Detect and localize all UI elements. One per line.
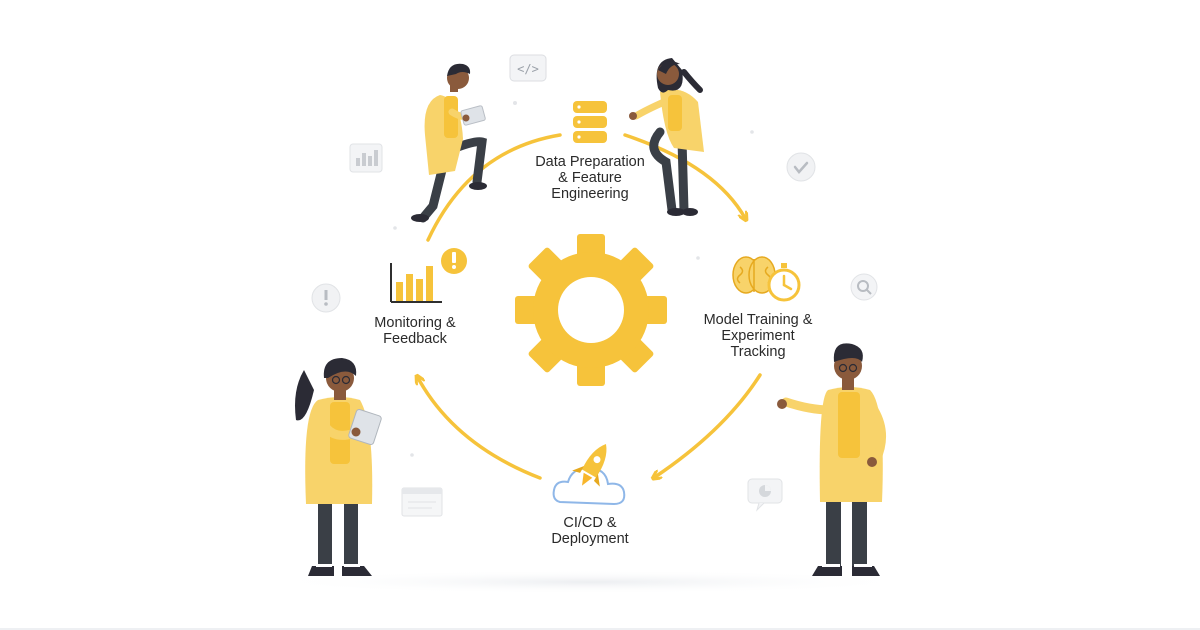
- person-sitting-tablet: [411, 63, 487, 223]
- floor-shadow: [260, 570, 920, 594]
- arrow-training-to-deployment: [655, 373, 762, 477]
- bottom-edge-band: [0, 628, 1200, 630]
- check-icon: [786, 152, 816, 182]
- stage-label-cicd-deployment: CI/CD & Deployment: [551, 515, 629, 547]
- svg-text:</>: </>: [517, 62, 539, 76]
- search-icon: [850, 273, 878, 301]
- decor-icons: </>: [311, 54, 878, 517]
- database-icon: [573, 101, 607, 143]
- person-pointing-top: [629, 58, 704, 216]
- person-standing-gesturing: [777, 343, 886, 576]
- code-icon: </>: [509, 54, 547, 82]
- person-standing-tablet: [295, 358, 382, 576]
- alert-icon: [311, 283, 341, 313]
- rocket-cloud-icon: [552, 444, 626, 506]
- arrow-data-to-training: [623, 133, 745, 218]
- chat-pie-icon: [747, 478, 783, 512]
- stage-label-model-training: Model Training & Experiment Tracking: [703, 312, 813, 360]
- brain-stopwatch-icon: [732, 256, 801, 302]
- browser-window-icon: [401, 487, 443, 517]
- gear-icon: [515, 234, 667, 386]
- bar-chart-icon: [349, 143, 383, 173]
- arrow-deployment-to-monitoring: [418, 378, 542, 480]
- bar-chart-alert-icon: [390, 248, 467, 303]
- stage-label-monitoring-feedback: Monitoring & Feedback: [374, 315, 456, 347]
- stage-label-data-preparation: Data Preparation & Feature Engineering: [535, 154, 645, 202]
